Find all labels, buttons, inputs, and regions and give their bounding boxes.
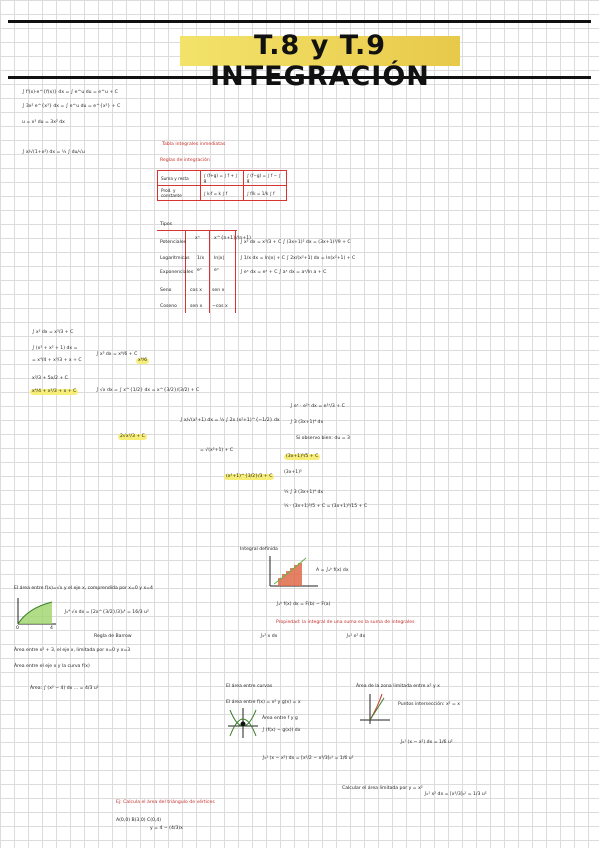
type-f: cos x — [190, 288, 202, 293]
rules-cell: ∫ (f−g) = ∫ f − ∫ g — [242, 170, 288, 186]
right-1: Área de la zona limitada entre x² y x — [356, 684, 440, 689]
type-f: xⁿ — [195, 236, 200, 241]
between-graph — [228, 708, 258, 738]
types-divider-2 — [209, 231, 210, 313]
rules-cell: ∫ f/k = 1/k ∫ f — [242, 185, 288, 201]
barrow-3: ∫₀² x dx — [260, 634, 278, 639]
area-1: El área entre f(x)=√x y el eje x, compre… — [14, 586, 153, 591]
mid-center-highlight-2: 2√x³/3 + C — [118, 434, 147, 440]
area-4: Área entre x² + 3, el eje x, limitada po… — [14, 648, 131, 653]
mid-center-3: ∫ x/√(x²+1) dx = ½ ∫ 2x (x²+1)^{−1/2} dx — [180, 418, 280, 423]
mid-right-6: ⅓ · (3x+1)⁵/5 + C = (3x+1)⁵/15 + C — [284, 504, 368, 509]
note-top-left-2: ∫ 3x² e^{x³} dx = ∫ e^u du = e^{x³} + C — [22, 104, 121, 109]
right-graph — [360, 693, 390, 724]
graph-label-x0: 0 — [16, 626, 19, 631]
barrow-1: ∫ₐᵇ f(x) dx = F(b) − F(a) — [276, 602, 331, 607]
rules-row: Suma y resta ∫ (f+g) = ∫ f + ∫ g ∫ (f−g)… — [157, 170, 288, 186]
mid-left-3: = x⁴/4 + x³/3 + x + C — [32, 358, 82, 363]
types-divider-1 — [185, 231, 186, 313]
type-F: ln|x| — [214, 256, 225, 261]
note-top-left-4: ∫ x/√(1+x²) dx = ½ ∫ du/√u — [22, 150, 85, 155]
right-2: Puntos intersección: x² = x — [398, 702, 461, 707]
bottom-3: A(0,0) B(3,0) C(0,4) — [116, 818, 162, 823]
mid-right-5: ⅓ ∫ 3 (3x+1)⁴ dx — [284, 490, 324, 495]
mid-right-highlight: (3x+1)⁵/5 + C — [284, 454, 321, 460]
barrow-4: ∫₀¹ x² dx — [346, 634, 366, 639]
between-2: Área entre f y g — [262, 716, 298, 721]
rules-row: Prod. y constante ∫ k·f = k ∫ f ∫ f/k = … — [157, 185, 288, 201]
note-top-left-1: ∫ f'(x)·e^{f(x)} dx = ∫ e^u du = e^u + C — [22, 90, 118, 95]
types-divider-3 — [235, 231, 236, 313]
bottom-1: Calcular el área limitada por y = x² — [342, 786, 423, 791]
type-F: sen x — [212, 288, 225, 293]
mid-right-4: (3x+1)⁵ — [284, 470, 302, 475]
area-5: Área entre el eje x y la curva f(x) — [14, 664, 90, 669]
mid-left-1: ∫ x² dx = x³/3 + C — [32, 330, 74, 335]
area-2: ∫₀⁴ √x dx = [2x^{3/2}/3]₀⁴ = 16/3 u² — [64, 610, 149, 615]
between-3: ∫ (f(x) − g(x)) dx — [262, 728, 301, 733]
page-title: T.8 y T.9 INTEGRACIÓN — [180, 30, 460, 92]
area-6: Área: ∫ (x² − 4) dx ... = 4/3 u² — [30, 686, 99, 691]
mid-center-2: ∫ √x dx = ∫ x^{1/2} dx = x^{3/2}/(3/2) +… — [96, 388, 200, 393]
area-graph — [17, 598, 56, 625]
types-heading: Tipos — [160, 222, 173, 227]
types-table — [157, 230, 237, 313]
type-name: Seno — [160, 288, 172, 293]
mid-left-highlight: x⁴/4 + x³/3 + x + C — [30, 389, 79, 395]
mid-center-highlight-1: x⁶/6 — [136, 358, 150, 364]
mid-right-2: ∫ 3 (3x+1)⁴ dx — [290, 420, 324, 425]
type-example: ∫ 1/x dx = ln|x| + C ∫ 2x/(x²+1) dx = ln… — [240, 256, 356, 261]
between-1: El área entre f(x) = x² y g(x) = x — [226, 700, 301, 705]
type-f: 1/x — [197, 256, 205, 261]
mid-left-2: ∫ (x³ + x² + 1) dx = — [32, 346, 78, 351]
graph-label-x4: 4 — [50, 626, 53, 631]
mid-center-4: = √(x²+1) + C — [200, 448, 234, 453]
type-example: ∫ eˣ dx = eˣ + C ∫ aˣ dx = aˣ/ln a + C — [240, 270, 327, 275]
page-title-text: T.8 y T.9 INTEGRACIÓN — [210, 30, 430, 92]
type-name: Potenciales — [160, 240, 187, 245]
table-subheading: Reglas de integración — [160, 158, 210, 163]
rules-cell: ∫ k·f = k ∫ f — [199, 185, 244, 201]
mid-left-4: x³/3 + 5x/2 + C — [32, 376, 68, 381]
mid-right-1: ∫ eˣ · e²ˣ dx = e³ˣ/3 + C — [290, 404, 345, 409]
type-f: sen x — [190, 304, 203, 309]
type-F: −cos x — [212, 304, 228, 309]
type-F: x^{n+1}/(n+1) — [214, 236, 251, 241]
bottom-red: Ej: Calcula el área del triángulo de vér… — [116, 800, 215, 805]
bottom-2: ∫₀¹ x² dx = [x³/3]₀¹ = 1/3 u² — [424, 792, 487, 797]
between-4: ∫₀¹ (x − x²) dx = [x²/2 − x³/3]₀¹ = 1/6 … — [262, 756, 354, 761]
bottom-4: y = 4 − (4/3)x — [150, 826, 183, 831]
between-heading: El área entre curvas — [226, 684, 273, 689]
type-name: Coseno — [160, 304, 177, 309]
right-3: ∫₀¹ (x − x²) dx = 1/6 u² — [400, 740, 453, 745]
integral-def-formula: A = ∫ₐᵇ f(x) dx — [316, 568, 349, 573]
rules-cell: Prod. y constante — [157, 185, 201, 201]
mid-center-1: ∫ x⁵ dx = x⁶/6 + C — [96, 352, 138, 357]
mid-center-highlight-3: (x²+1)^{3/2}/3 + C — [224, 474, 275, 480]
type-F: eˣ — [214, 268, 219, 273]
type-name: Exponenciales — [160, 270, 194, 275]
integral-def-heading: Integral definida — [240, 547, 278, 552]
mid-right-3: Si observo bien: du = 3 — [296, 436, 350, 441]
rules-cell: Suma y resta — [157, 170, 201, 186]
integral-def-graph — [269, 556, 318, 587]
rules-table: Suma y resta ∫ (f+g) = ∫ f + ∫ g ∫ (f−g)… — [157, 170, 288, 201]
type-example: ∫ x² dx = x³/3 + C ∫ (3x+1)² dx = (3x+1)… — [240, 240, 351, 245]
top-rule-1 — [8, 20, 591, 23]
top-rule-2 — [8, 76, 591, 79]
barrow-2: Propiedad: la integral de una suma es la… — [276, 620, 415, 625]
rules-cell: ∫ (f+g) = ∫ f + ∫ g — [199, 170, 244, 186]
note-top-left-3: u = x³ du = 3x² dx — [22, 120, 65, 125]
table-heading: Tabla integrales inmediatas — [162, 142, 226, 147]
area-3: Regla de Barrow — [94, 634, 132, 639]
type-name: Logarítmicas — [160, 256, 190, 261]
type-f: eˣ — [197, 268, 202, 273]
